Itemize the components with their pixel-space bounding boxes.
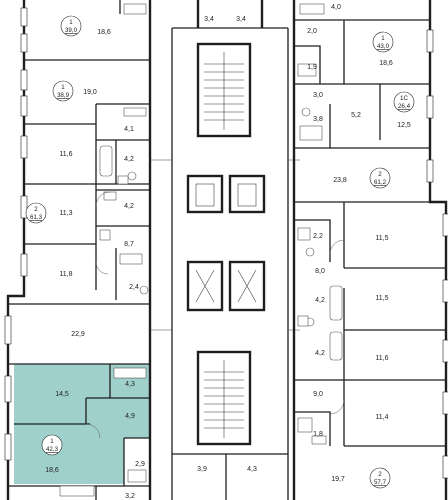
apartment-badge[interactable]: 1 43,0 xyxy=(372,31,394,53)
room-area: 3,9 xyxy=(197,466,207,473)
room-area: 2,2 xyxy=(313,233,323,240)
apartment-area: 57,7 xyxy=(374,479,387,486)
room-area: 4,9 xyxy=(125,413,135,420)
room-area: 12,5 xyxy=(397,122,411,129)
room-area: 2,4 xyxy=(129,284,139,291)
room-area: 3,8 xyxy=(313,116,323,123)
apartment-number: 1 xyxy=(69,19,73,26)
room-area: 5,2 xyxy=(351,112,361,119)
apartment-badges: 1 39,0 1 38,9 2 61,3 1 42,3 1 43,0 1С 26… xyxy=(25,15,415,489)
left-block-fixtures xyxy=(59,3,149,497)
room-area: 3,0 xyxy=(313,92,323,99)
room-area: 19,0 xyxy=(83,89,97,96)
apartment-number: 1 xyxy=(61,84,65,91)
room-area: 4,3 xyxy=(125,381,135,388)
apartment-number: 2 xyxy=(378,171,382,178)
room-area: 11,3 xyxy=(59,210,72,217)
room-area: 2,0 xyxy=(307,28,317,35)
apartment-area: 43,0 xyxy=(377,43,390,50)
apartment-area: 39,0 xyxy=(65,27,78,34)
room-area: 4,3 xyxy=(247,466,257,473)
room-area: 11,5 xyxy=(375,235,388,242)
apartment-badge[interactable]: 1 38,9 xyxy=(52,80,74,102)
apartment-number: 1С xyxy=(400,95,408,102)
right-facade-windows xyxy=(426,29,448,479)
room-area: 18,6 xyxy=(97,29,111,36)
apartment-area: 26,4 xyxy=(398,103,411,110)
room-area: 11,8 xyxy=(59,271,72,278)
room-area: 4,2 xyxy=(124,203,134,210)
apartment-area: 61,2 xyxy=(374,179,387,186)
room-area: 18,6 xyxy=(45,467,59,474)
apartment-area: 61,3 xyxy=(30,214,43,221)
room-area: 23,8 xyxy=(333,177,347,184)
apartment-badge-selected[interactable]: 1 42,3 xyxy=(41,434,63,456)
room-area: 3,4 xyxy=(204,16,214,23)
apartment-badge[interactable]: 2 61,3 xyxy=(25,202,47,224)
room-area: 2,9 xyxy=(135,461,145,468)
apartment-badge[interactable]: 2 57,7 xyxy=(369,467,391,489)
room-area-labels: 18,6 19,0 4,1 11,6 4,2 4,2 11,3 8,7 11,8… xyxy=(45,4,411,500)
right-block-fixtures xyxy=(297,3,345,445)
room-area: 3,2 xyxy=(125,493,135,500)
room-area: 8,7 xyxy=(124,241,134,248)
room-area: 1,9 xyxy=(307,64,317,71)
room-area: 1,8 xyxy=(313,431,323,438)
room-area: 11,6 xyxy=(59,151,72,158)
room-area: 8,0 xyxy=(315,268,325,275)
room-area: 19,7 xyxy=(331,476,345,483)
apartment-number: 1 xyxy=(381,35,385,42)
room-area: 4,2 xyxy=(124,156,134,163)
apartment-number: 2 xyxy=(34,206,38,213)
room-area: 9,0 xyxy=(313,391,323,398)
apartment-number: 2 xyxy=(378,471,382,478)
apartment-area: 42,3 xyxy=(46,446,59,453)
apartment-badge[interactable]: 2 61,2 xyxy=(369,167,391,189)
room-area: 22,9 xyxy=(71,331,85,338)
apartment-number: 1 xyxy=(50,438,54,445)
central-core xyxy=(150,0,300,500)
room-area: 4,2 xyxy=(315,350,325,357)
room-area: 14,5 xyxy=(55,391,69,398)
right-block-walls xyxy=(292,0,448,500)
left-facade-windows xyxy=(4,7,28,461)
room-area: 4,0 xyxy=(331,4,341,11)
apartment-badge[interactable]: 1 39,0 xyxy=(60,15,82,37)
room-area: 18,6 xyxy=(379,60,393,67)
room-area: 4,1 xyxy=(124,126,134,133)
room-area: 11,4 xyxy=(375,414,388,421)
room-area: 11,6 xyxy=(375,355,388,362)
room-area: 3,4 xyxy=(236,16,246,23)
room-area: 4,2 xyxy=(315,297,325,304)
apartment-area: 38,9 xyxy=(57,92,70,99)
room-area: 11,5 xyxy=(375,295,388,302)
apartment-badge[interactable]: 1С 26,4 xyxy=(393,91,415,113)
